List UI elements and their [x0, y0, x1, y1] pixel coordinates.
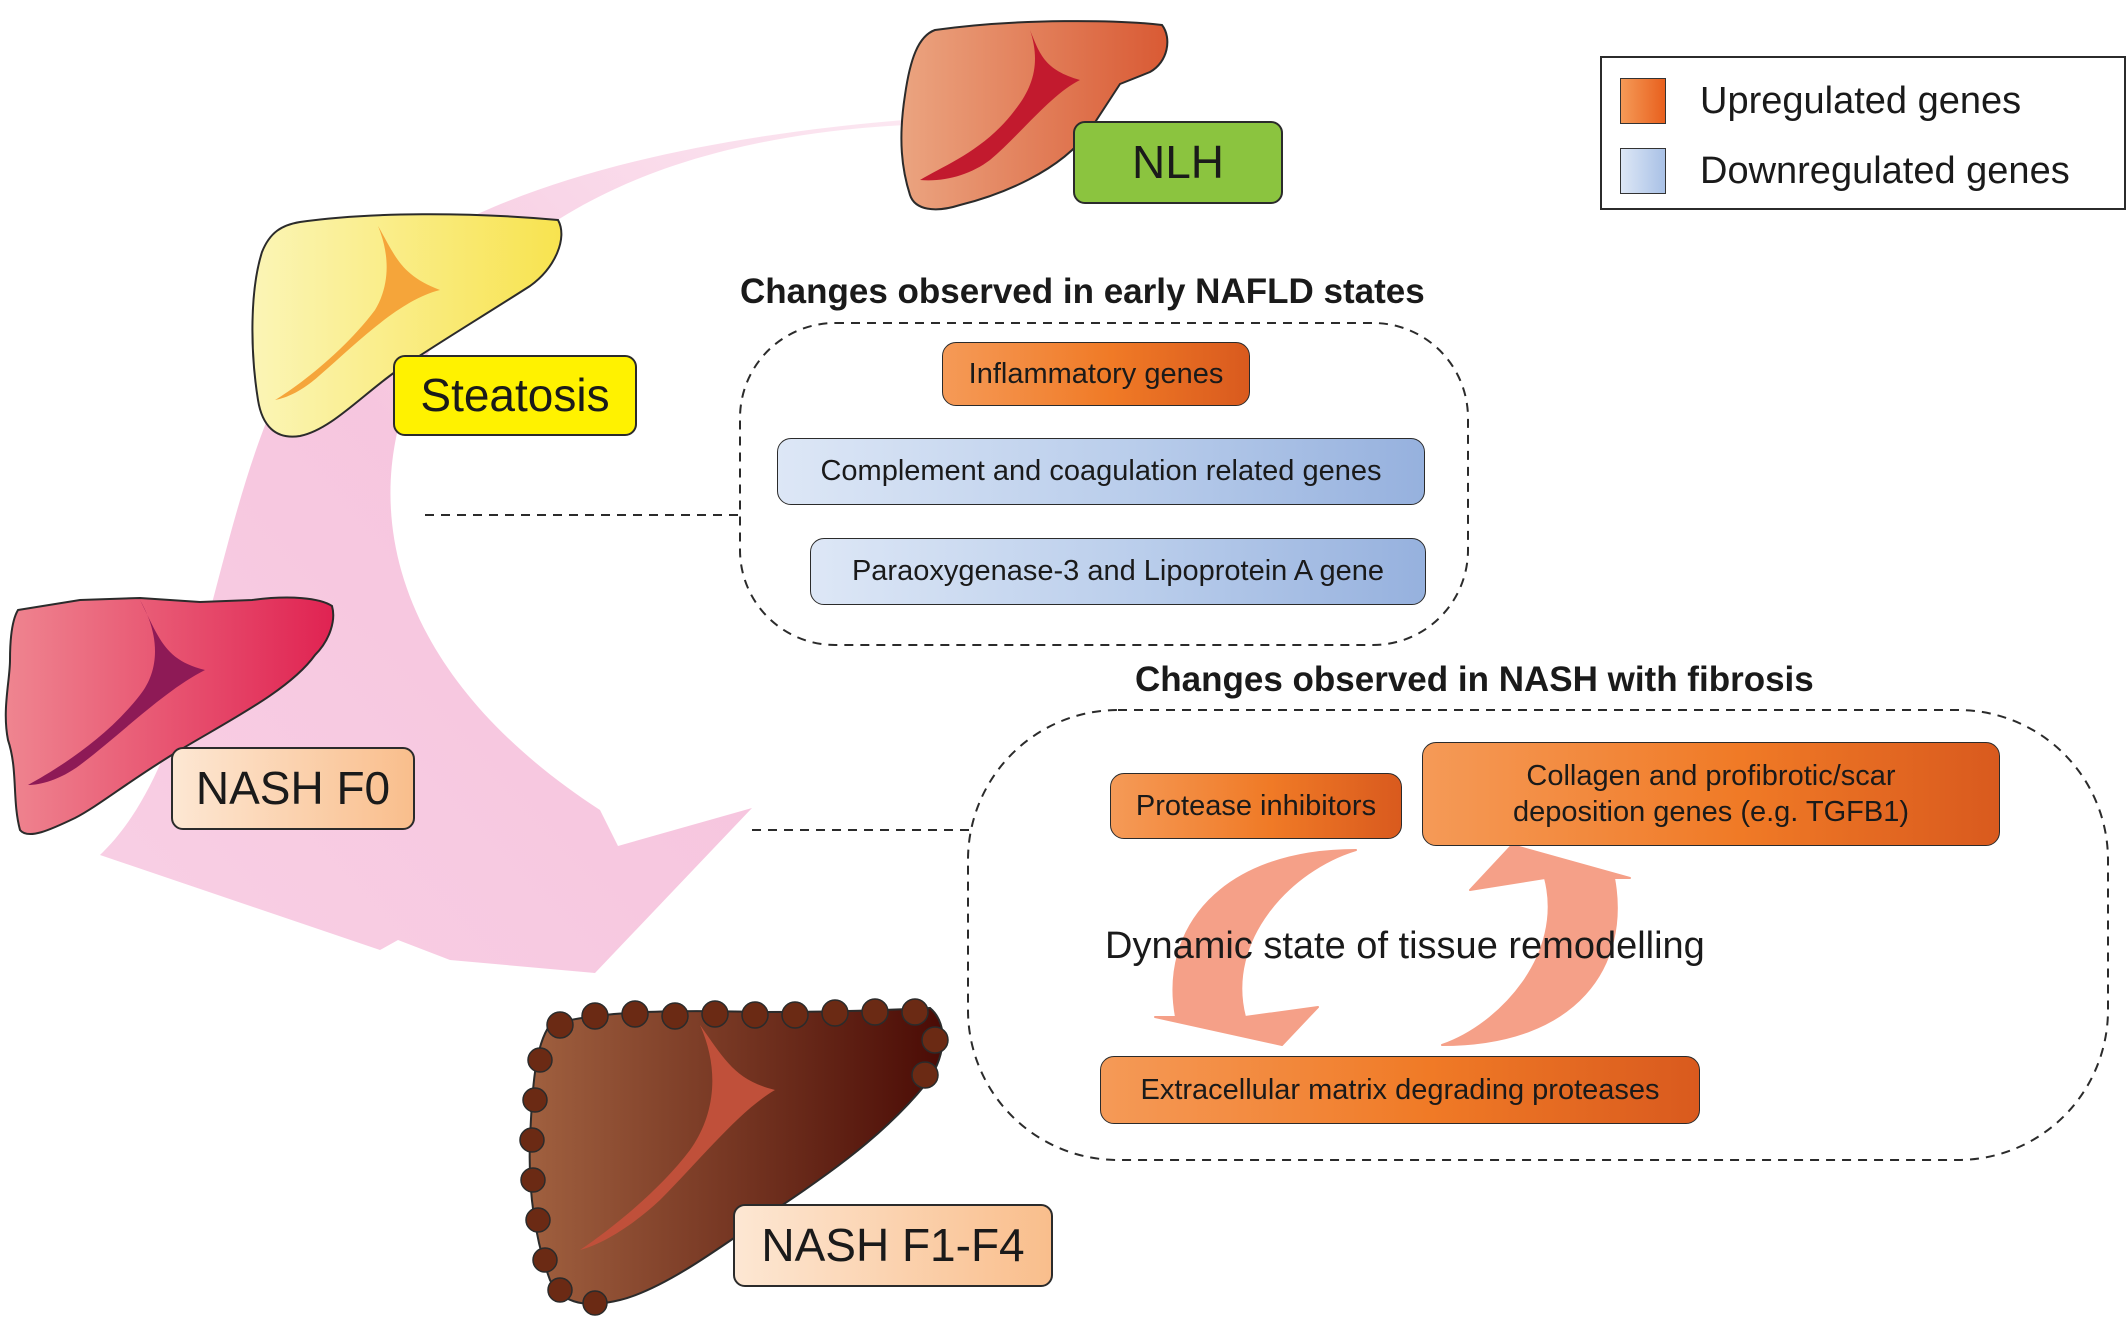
gene-inflammatory: Inflammatory genes	[942, 342, 1250, 406]
remodelling-arrow-up	[1441, 844, 1631, 1046]
orange-swatch-icon	[1620, 78, 1666, 124]
nlh-liver-icon	[900, 20, 1169, 211]
remodelling-arrow-down	[1154, 849, 1357, 1046]
collagen-line-2: deposition genes (e.g. TGFB1)	[1512, 796, 1910, 828]
nash-f0-label: NASH F0	[171, 747, 415, 830]
legend-item-upregulated: Upregulated genes	[1620, 78, 2021, 124]
legend-label: Upregulated genes	[1700, 79, 2022, 122]
steatosis-label: Steatosis	[393, 355, 637, 436]
gene-paraoxygenase-lipoprotein: Paraoxygenase-3 and Lipoprotein A gene	[810, 538, 1426, 605]
fibrosis-changes-group	[967, 709, 2109, 1161]
legend-item-downregulated: Downregulated genes	[1620, 148, 2070, 194]
early-changes-group	[739, 322, 1469, 646]
gene-ecm-degrading-proteases: Extracellular matrix degrading proteases	[1100, 1056, 1700, 1124]
nodule-bumps	[519, 998, 949, 1316]
gene-collagen-profibrotic: Collagen and profibrotic/scar deposition…	[1422, 742, 2000, 846]
steatosis-liver-icon	[251, 213, 563, 438]
remodelling-text: Dynamic state of tissue remodelling	[1105, 925, 1705, 967]
fibrosis-changes-heading: Changes observed in NASH with fibrosis	[1135, 660, 1814, 699]
gene-complement-coagulation: Complement and coagulation related genes	[777, 438, 1425, 505]
legend-label: Downregulated genes	[1700, 149, 2070, 192]
gene-protease-inhibitors: Protease inhibitors	[1110, 773, 1402, 839]
collagen-line-1: Collagen and profibrotic/scar	[1526, 759, 1896, 792]
nash-f1-f4-label: NASH F1-F4	[733, 1204, 1053, 1287]
early-changes-heading: Changes observed in early NAFLD states	[740, 272, 1425, 311]
nash-f1-f4-liver-icon	[519, 998, 949, 1316]
blue-swatch-icon	[1620, 148, 1666, 194]
nash-f0-liver-icon	[4, 596, 335, 835]
legend: Upregulated genes Downregulated genes	[1600, 56, 2126, 210]
nlh-label: NLH	[1073, 121, 1283, 204]
